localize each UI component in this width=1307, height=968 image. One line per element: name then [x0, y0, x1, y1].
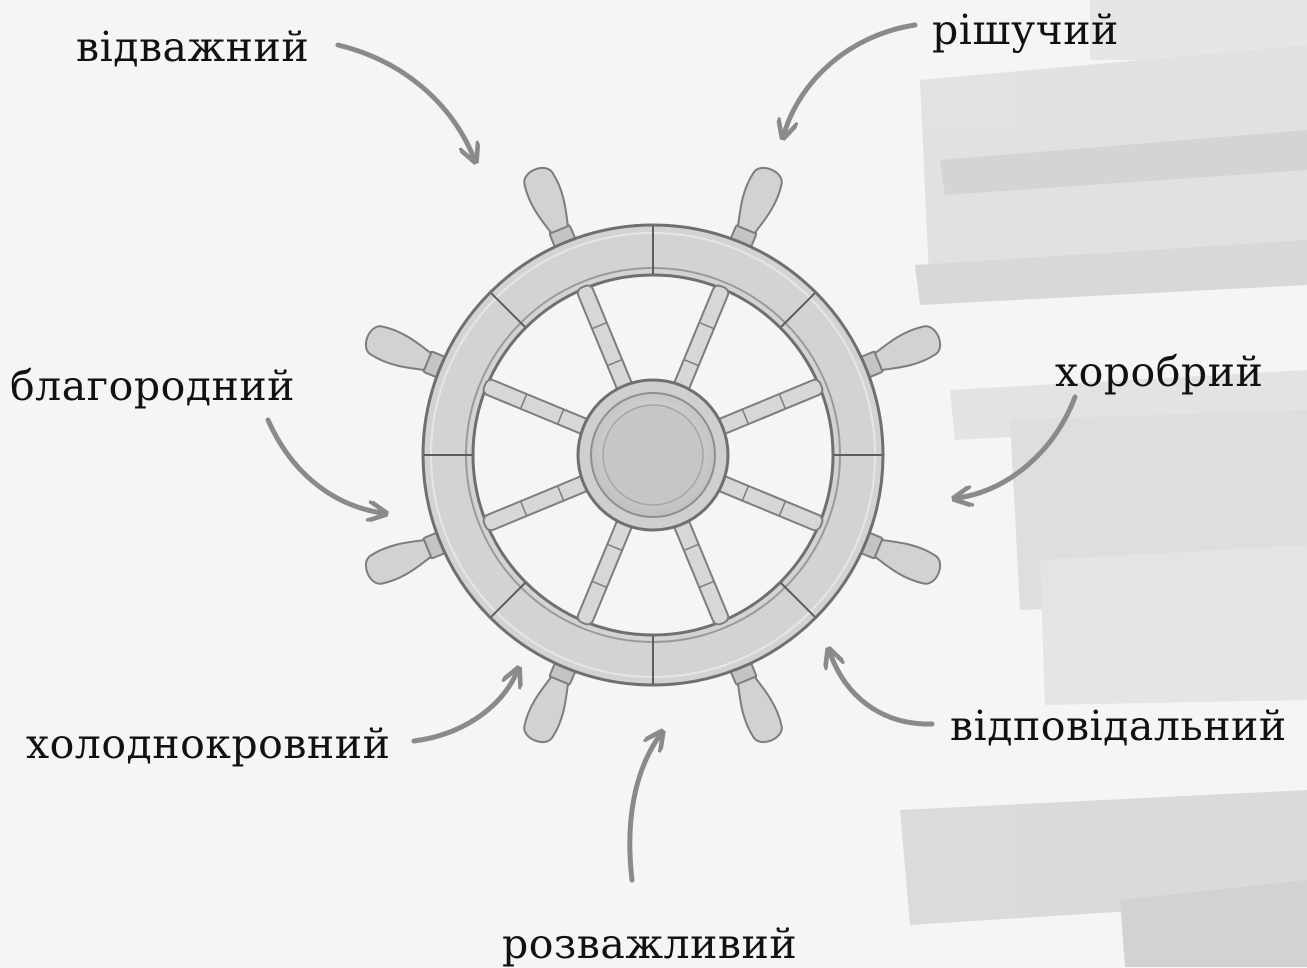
label-decisive: рішучий	[932, 10, 1119, 51]
arrow-prudent	[630, 735, 660, 880]
label-cool-headed: холоднокровний	[26, 724, 390, 765]
ship-steering-wheel-icon	[361, 163, 945, 747]
arrow-decisive	[784, 25, 915, 134]
arrow-responsible	[830, 653, 932, 724]
label-bold: відважний	[76, 27, 309, 68]
arrow-noble	[268, 420, 382, 513]
arrow-cool-headed	[414, 672, 517, 741]
label-noble: благородний	[10, 366, 295, 407]
label-prudent: розважливий	[502, 924, 797, 965]
books-stack-background	[900, 0, 1307, 967]
arrow-bold	[338, 45, 474, 158]
label-brave: хоробрий	[1055, 352, 1263, 393]
label-responsible: відповідальний	[950, 706, 1287, 747]
